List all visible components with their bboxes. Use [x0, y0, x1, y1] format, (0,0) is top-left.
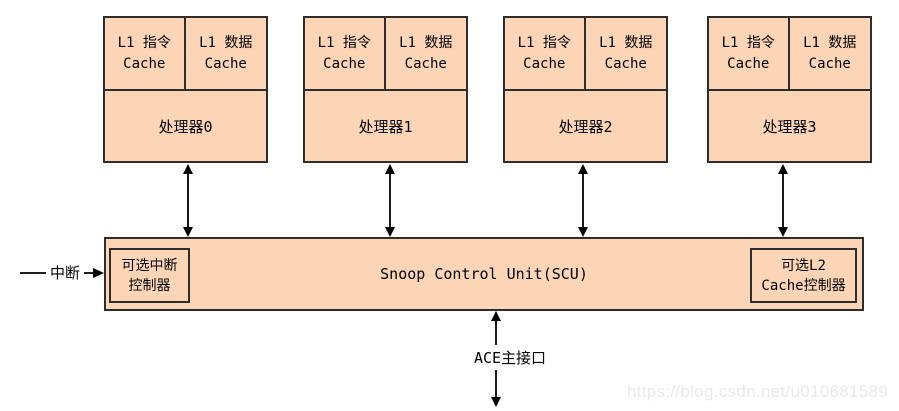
l1-data-cache-cell: L1 数据 Cache: [586, 18, 667, 89]
snoop-control-unit-bar: Snoop Control Unit(SCU) 可选中断 控制器 可选L2 Ca…: [104, 237, 864, 311]
watermark: https://blog.csdn.net/u010681589: [626, 382, 888, 401]
l1-icache-label-line1: L1 指令: [117, 34, 171, 51]
processor-label: 处理器0: [158, 117, 213, 136]
processor-block-0: L1 指令 Cache L1 数据 Cache 处理器0: [103, 16, 268, 163]
l1-dcache-label-line2: Cache: [404, 55, 447, 72]
l1-dcache-label-line1: L1 数据: [399, 34, 453, 51]
p3-scu-bidirectional-arrow: [778, 164, 788, 237]
l1-instruction-cache-cell: L1 指令 Cache: [709, 18, 790, 89]
l1-data-cache-cell: L1 数据 Cache: [790, 18, 871, 89]
processor-block-1: L1 指令 Cache L1 数据 Cache 处理器1: [303, 16, 468, 163]
l1-dcache-label-line2: Cache: [808, 55, 851, 72]
interrupt-label: 中断: [46, 263, 84, 283]
p2-scu-bidirectional-arrow: [578, 164, 588, 237]
l1-data-cache-cell: L1 数据 Cache: [186, 18, 267, 89]
l1-icache-label-line2: Cache: [523, 55, 566, 72]
processor-label: 处理器1: [358, 117, 413, 136]
l1-instruction-cache-cell: L1 指令 Cache: [305, 18, 386, 89]
l1-icache-label-line2: Cache: [123, 55, 166, 72]
l1-dcache-label-line2: Cache: [204, 55, 247, 72]
l1-icache-label-line1: L1 指令: [721, 34, 775, 51]
processor-label: 处理器3: [762, 117, 817, 136]
ace-interface-label: ACE主接口: [460, 347, 560, 369]
processor-block-3: L1 指令 Cache L1 数据 Cache 处理器3: [707, 16, 872, 163]
l1-icache-label-line1: L1 指令: [517, 34, 571, 51]
interrupt-controller-label-line1: 可选中断: [121, 257, 178, 274]
l1-cache-row: L1 指令 Cache L1 数据 Cache: [105, 18, 266, 91]
l1-dcache-label-line2: Cache: [604, 55, 647, 72]
l1-instruction-cache-cell: L1 指令 Cache: [505, 18, 586, 89]
p0-scu-bidirectional-arrow: [183, 164, 193, 237]
p1-scu-bidirectional-arrow: [385, 164, 395, 237]
l1-icache-label-line2: Cache: [323, 55, 366, 72]
l1-icache-label-line2: Cache: [727, 55, 770, 72]
scu-label: Snoop Control Unit(SCU): [380, 265, 588, 283]
interrupt-controller-label-line2: 控制器: [128, 277, 171, 294]
l2-controller-label-line2: Cache控制器: [761, 277, 846, 294]
l1-dcache-label-line1: L1 数据: [599, 34, 653, 51]
processor-block-2: L1 指令 Cache L1 数据 Cache 处理器2: [503, 16, 668, 163]
interrupt-controller-box: 可选中断 控制器: [109, 248, 190, 303]
l1-cache-row: L1 指令 Cache L1 数据 Cache: [305, 18, 466, 91]
l2-cache-controller-box: 可选L2 Cache控制器: [750, 248, 857, 303]
l1-cache-row: L1 指令 Cache L1 数据 Cache: [505, 18, 666, 91]
l1-dcache-label-line1: L1 数据: [199, 34, 253, 51]
l1-icache-label-line1: L1 指令: [317, 34, 371, 51]
l1-instruction-cache-cell: L1 指令 Cache: [105, 18, 186, 89]
l1-cache-row: L1 指令 Cache L1 数据 Cache: [709, 18, 870, 91]
l1-data-cache-cell: L1 数据 Cache: [386, 18, 467, 89]
l2-controller-label-line1: 可选L2: [781, 257, 826, 274]
processor-label: 处理器2: [558, 117, 613, 136]
l1-dcache-label-line1: L1 数据: [803, 34, 857, 51]
